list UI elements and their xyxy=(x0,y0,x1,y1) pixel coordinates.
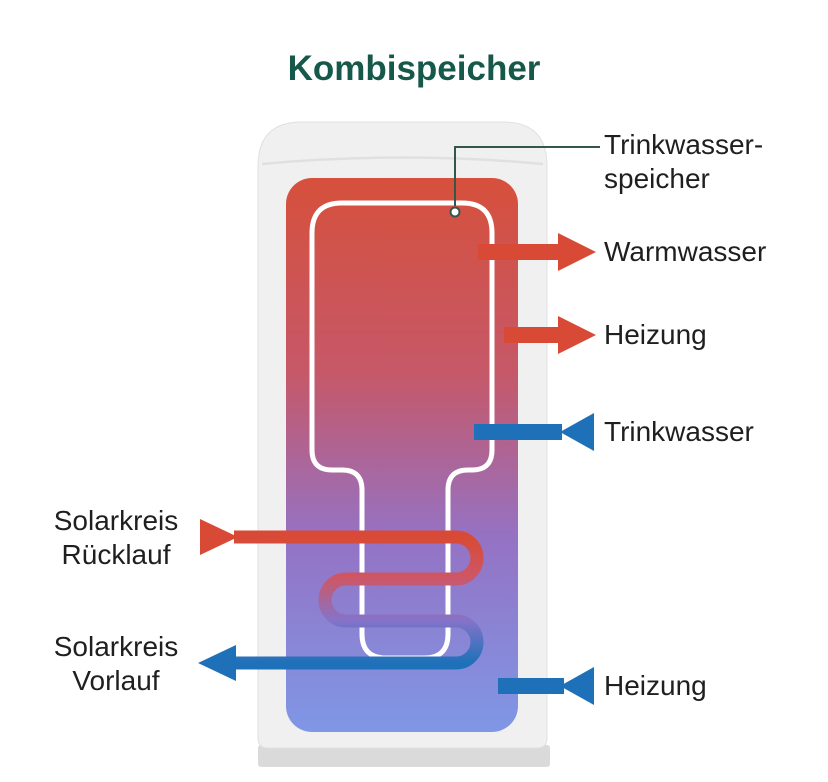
heizung-top-arrow-icon xyxy=(558,316,596,354)
trinkwasser-pipe xyxy=(474,424,562,440)
warmwasser-pipe xyxy=(478,244,562,260)
label-trinkwasserspeicher-line1: Trinkwasser- xyxy=(604,129,764,160)
heizung-bottom-arrow-icon xyxy=(560,667,594,705)
trinkwasserspeicher-vessel xyxy=(309,200,495,661)
label-warmwasser: Warmwasser xyxy=(604,236,767,267)
solar-coil xyxy=(234,530,484,670)
label-heizung-top: Heizung xyxy=(604,319,707,350)
solarkreis-vorlauf-arrow-icon xyxy=(198,645,236,681)
warmwasser-arrow-icon xyxy=(558,233,596,271)
tank-lid-seam xyxy=(261,156,544,166)
heizung-ruecklauf-pipe xyxy=(498,678,564,694)
trinkwasser-arrow-icon xyxy=(560,413,594,451)
solarkreis-ruecklauf-arrow-icon xyxy=(200,519,238,555)
pointer-line xyxy=(454,146,600,206)
label-solarkreis-ruecklauf: Solarkreis Rücklauf xyxy=(36,504,196,572)
label-trinkwasserspeicher: Trinkwasser- speicher xyxy=(604,128,763,196)
label-solarkreis-vorlauf-line1: Solarkreis xyxy=(53,631,179,662)
tank-base xyxy=(258,745,550,767)
label-solarkreis-ruecklauf-line1: Solarkreis xyxy=(53,505,179,536)
heizung-vorlauf-pipe xyxy=(504,327,562,343)
tank-water-gradient xyxy=(286,178,518,732)
label-solarkreis-vorlauf: Solarkreis Vorlauf xyxy=(36,630,196,698)
diagram-title: Kombispeicher xyxy=(287,49,541,88)
pointer-dot xyxy=(449,206,461,218)
label-trinkwasser: Trinkwasser xyxy=(604,416,754,447)
label-solarkreis-vorlauf-line2: Vorlauf xyxy=(72,665,160,696)
label-trinkwasserspeicher-line2: speicher xyxy=(604,163,710,194)
label-solarkreis-ruecklauf-line2: Rücklauf xyxy=(61,539,171,570)
label-heizung-bottom: Heizung xyxy=(604,670,707,701)
